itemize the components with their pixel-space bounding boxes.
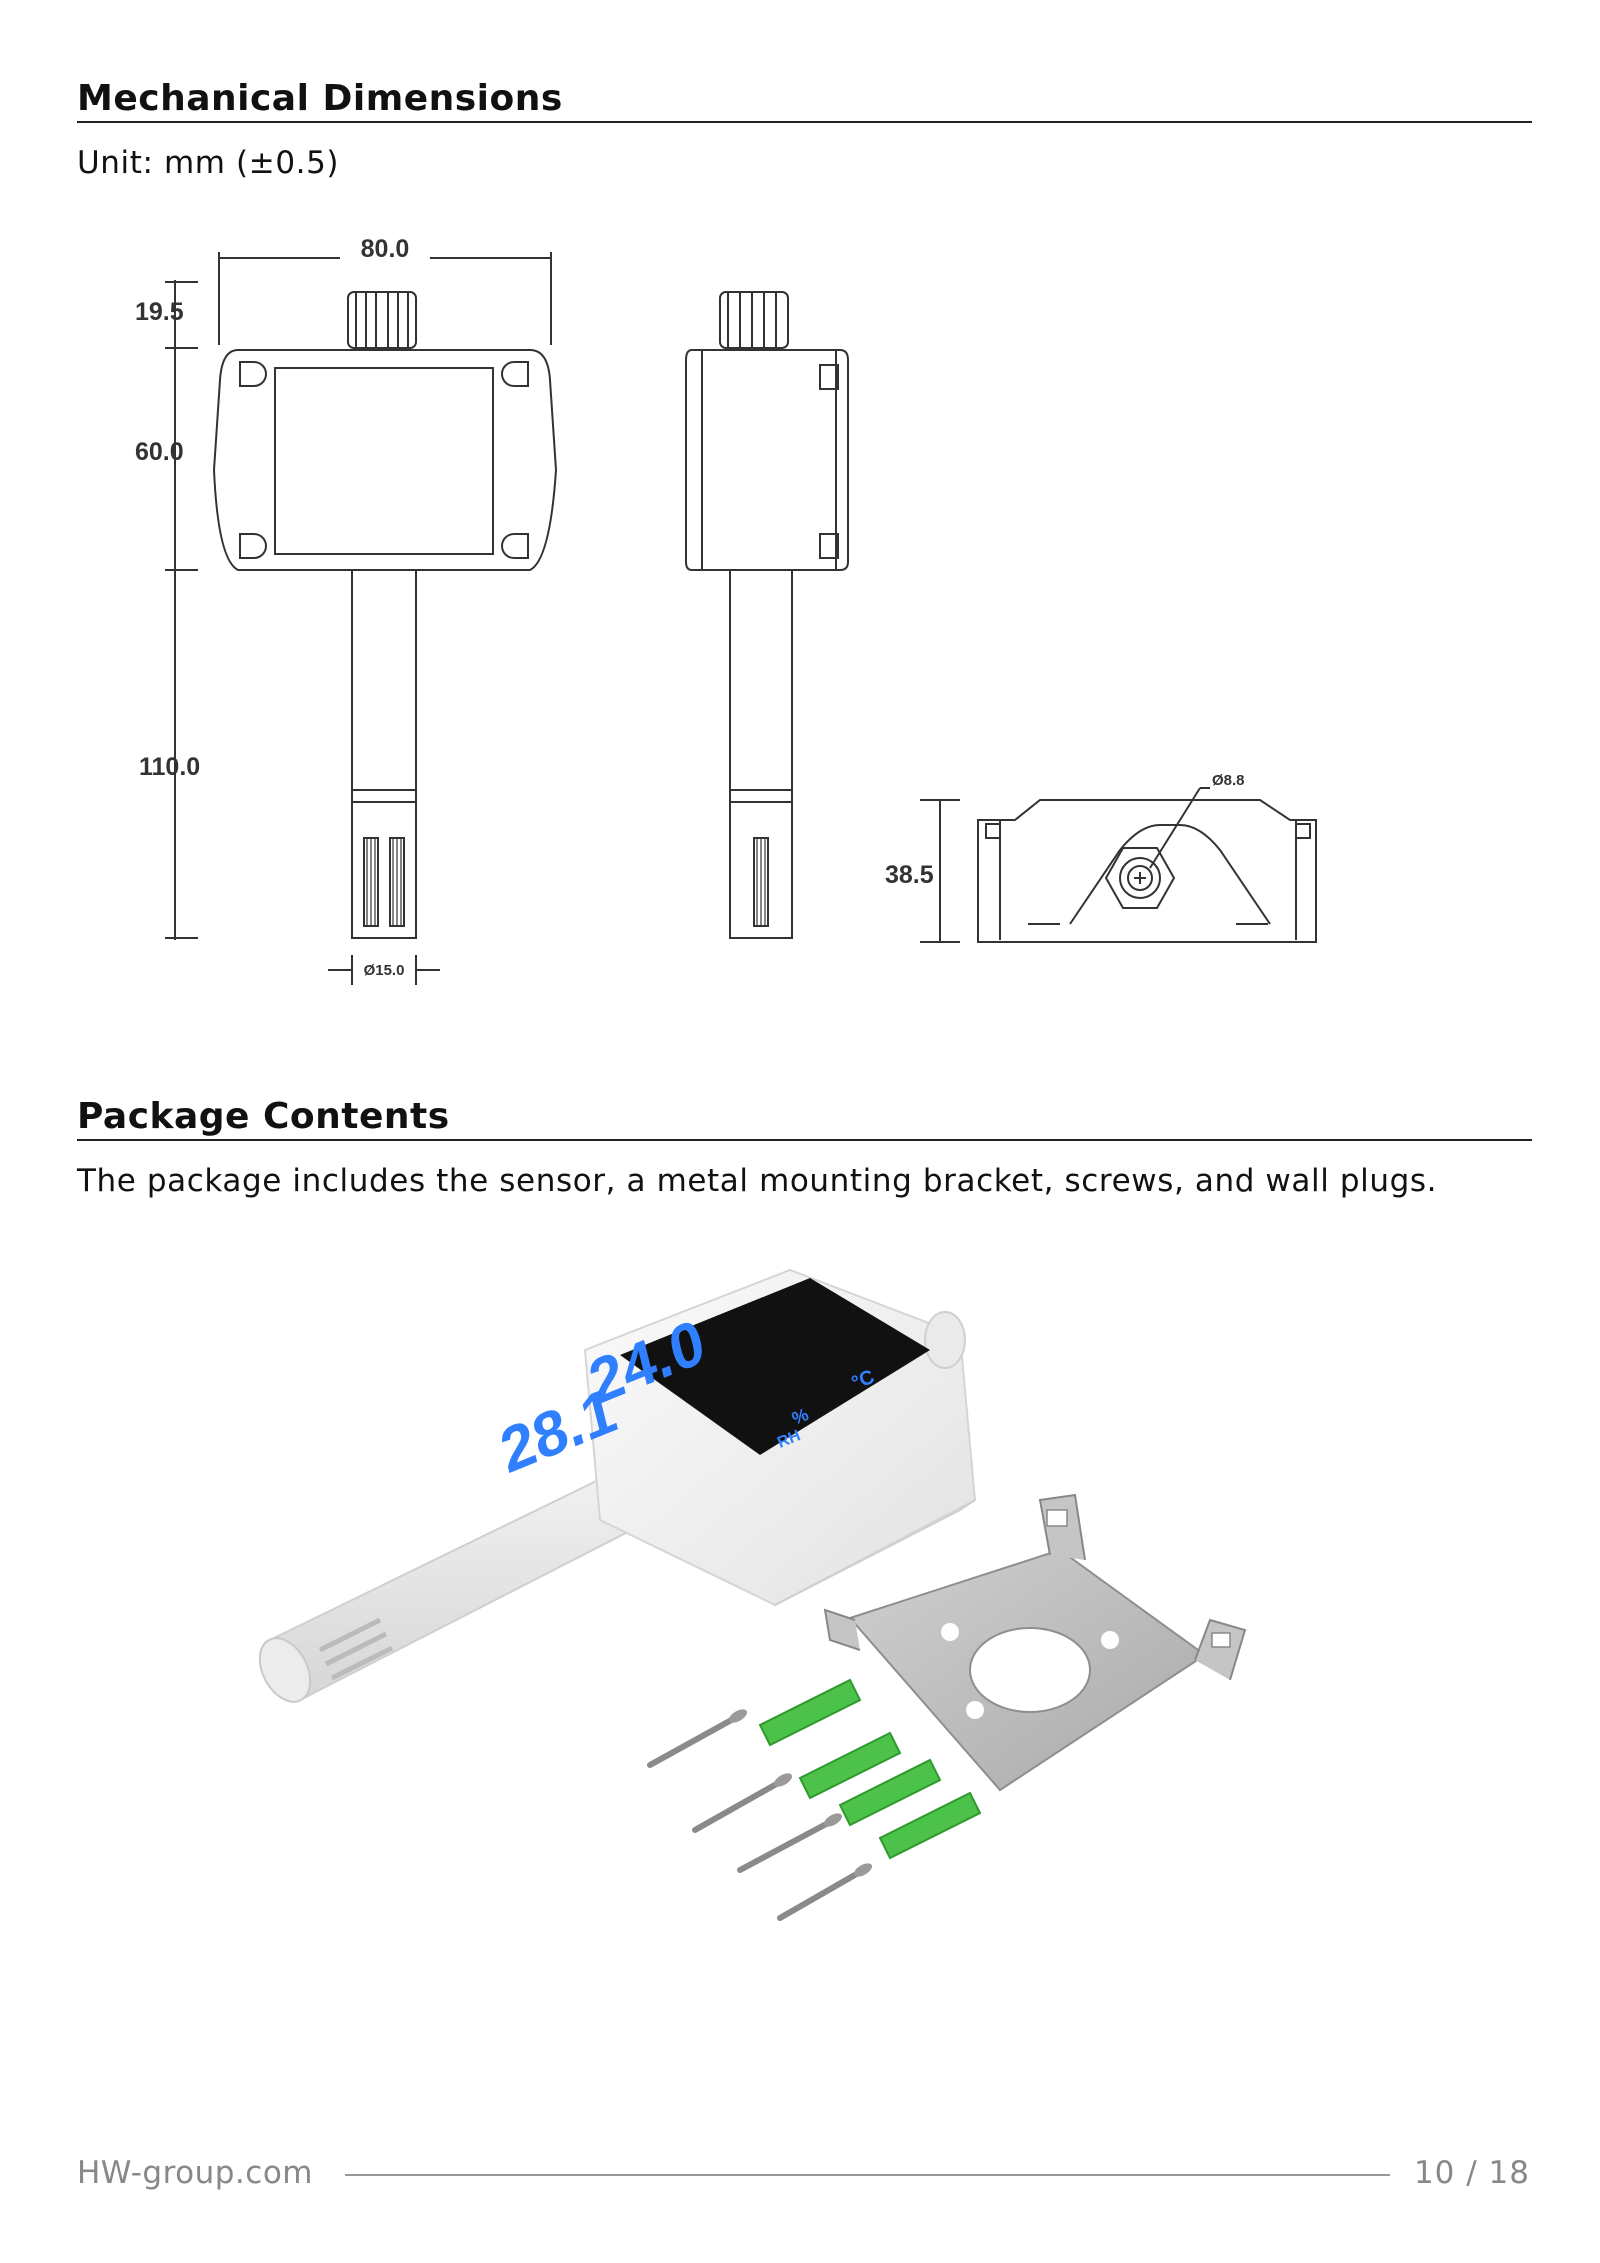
dim-depth-label: 38.5 xyxy=(885,861,934,889)
sensor-housing xyxy=(583,1268,977,1607)
unit-note: Unit: mm (±0.5) xyxy=(77,145,340,181)
package-contents-text: The package includes the sensor, a metal… xyxy=(77,1163,1438,1199)
footer-site: HW-group.com xyxy=(77,2155,313,2191)
mechanical-dimensions-heading: Mechanical Dimensions xyxy=(77,78,1532,123)
sensor-probe xyxy=(258,1448,692,1703)
dim-housing-height-label: 60.0 xyxy=(135,438,184,466)
bottom-view xyxy=(920,787,1317,943)
dim-gland-height-label: 19.5 xyxy=(135,298,184,326)
mounting-bracket xyxy=(823,1493,1247,1792)
package-contents-heading: Package Contents xyxy=(77,1096,1532,1141)
mechanical-drawing: 80.0 19.5 60.0 110.0 38.5 Ø15.0 Ø8.8 xyxy=(135,235,1317,985)
dim-probe-length-label: 110.0 xyxy=(139,753,200,781)
wall-plugs xyxy=(758,1678,982,1860)
side-view xyxy=(685,291,849,939)
screws xyxy=(647,1715,863,1921)
package-contents-illustration: 24.0 °C 28.1 % RH xyxy=(258,1268,1247,1921)
footer-page-number: 10 / 18 xyxy=(1413,2155,1530,2191)
footer-divider xyxy=(345,2174,1390,2176)
lcd-humidity-unit: % xyxy=(789,1404,811,1429)
front-view xyxy=(165,252,558,985)
dim-hole-diameter-label: Ø8.8 xyxy=(1212,772,1245,789)
dim-probe-diameter-label: Ø15.0 xyxy=(364,962,405,979)
dim-width-label: 80.0 xyxy=(361,235,410,263)
